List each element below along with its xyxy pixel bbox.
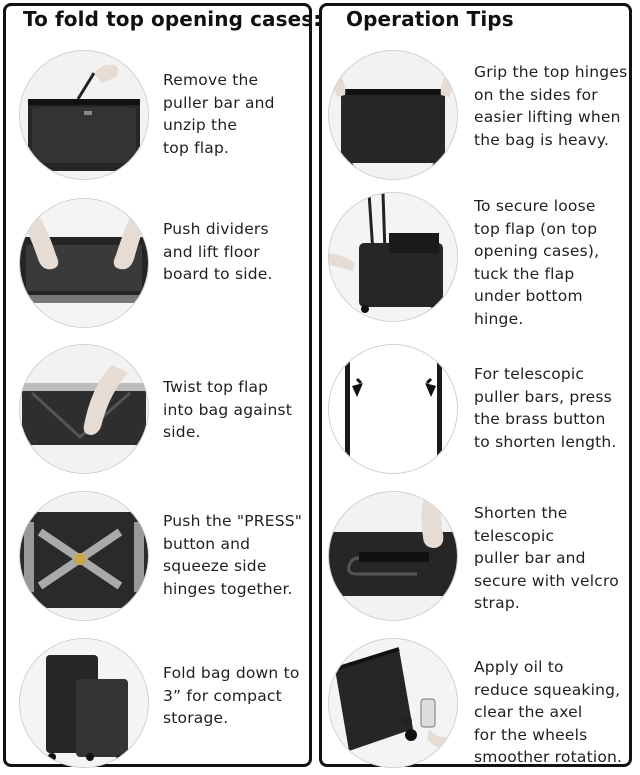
tip-1-text: Grip the top hinges on the sides for eas… <box>474 63 628 149</box>
hands-lifting-floor-board-photo <box>19 198 149 328</box>
hand-twisting-top-flap-photo <box>19 344 149 474</box>
tip-5-text: Apply oil to reduce squeaking, clear the… <box>474 658 623 766</box>
fold-step-4-text: Push the "PRESS" button and squeeze side… <box>163 512 303 598</box>
oiling-wheels-photo <box>328 638 458 768</box>
telescopic-puller-bars-photo <box>328 344 458 474</box>
fold-step-3-text: Twist top flap into bag against side. <box>163 378 293 441</box>
tip-3-text: For telescopic puller bars, press the br… <box>474 365 617 451</box>
fold-step-2-text: Push dividers and lift floor board to si… <box>163 220 273 283</box>
fold-instructions-title: To fold top opening cases: <box>23 7 322 31</box>
lifting-bag-by-hinges-photo <box>328 50 458 180</box>
fold-step-1-text: Remove the puller bar and unzip the top … <box>163 71 275 157</box>
fold-step-5-text: Fold bag down to 3” for compact storage. <box>163 664 300 727</box>
folded-bags-photo <box>19 638 149 768</box>
operation-tips-title: Operation Tips <box>346 7 514 31</box>
bag-with-puller-bar-photo <box>19 50 149 180</box>
folding-side-hinges-photo <box>19 491 149 621</box>
bag-with-extended-puller-photo <box>328 192 458 322</box>
fold-instructions-panel: To fold top opening cases: Remove the pu… <box>3 3 321 768</box>
velcro-strap-photo <box>328 491 458 621</box>
operation-tips-panel: Operation Tips Grip the top hinges on th… <box>319 3 632 768</box>
tip-4-text: Shorten the telescopic puller bar and se… <box>474 504 619 612</box>
tip-2-text: To secure loose top flap (on top opening… <box>474 197 600 328</box>
